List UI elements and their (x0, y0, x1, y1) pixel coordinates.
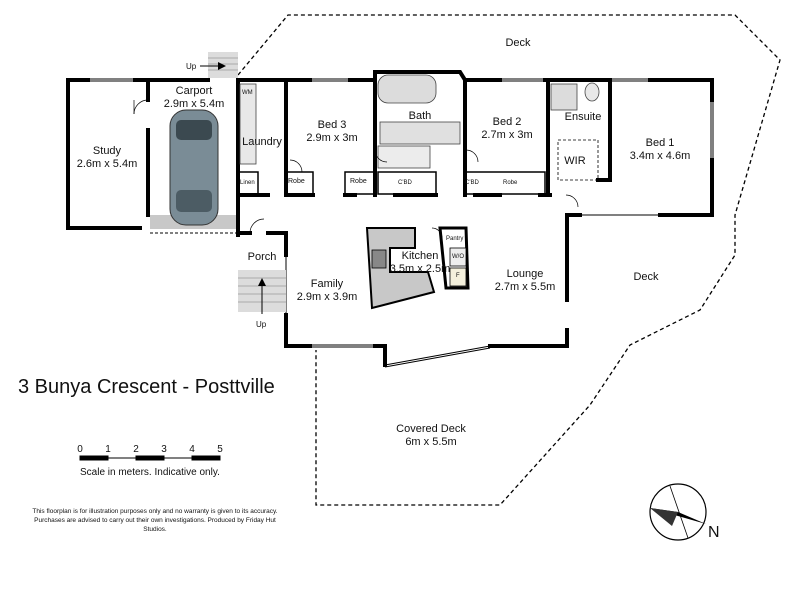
room-dimensions: 2.9m x 3m (306, 132, 358, 144)
room-dimensions: 6m x 5.5m (405, 436, 457, 448)
room-name: Laundry (242, 136, 282, 148)
toilet-room (377, 145, 431, 169)
cupboard-label-bed2: C'BD (465, 180, 479, 186)
room-porch: Porch (240, 251, 284, 264)
room-name: Lounge (506, 268, 544, 280)
room-ensuite: Ensuite (556, 111, 610, 124)
robe-label-bed2: Robe (503, 180, 518, 186)
scale-bar (79, 455, 221, 461)
room-dimensions: 3.4m x 4.6m (629, 150, 691, 162)
room-family: Family 2.9m x 3.9m (290, 278, 364, 304)
room-name: Deck (505, 37, 531, 49)
deck-outline (237, 14, 781, 506)
stovetop-icon (371, 249, 387, 269)
room-name: Bed 2 (492, 116, 522, 128)
room-laundry: Laundry (238, 136, 286, 149)
wm-label: WM (242, 90, 253, 96)
linen-label: Linen (240, 180, 255, 186)
ensuite-toilet-icon (584, 82, 600, 102)
room-bed3: Bed 3 2.9m x 3m (292, 119, 372, 145)
compass-icon (649, 483, 707, 541)
room-name: Deck (633, 271, 659, 283)
room-name: Study (92, 145, 122, 157)
room-name: WIR (564, 155, 586, 167)
room-bed2: Bed 2 2.7m x 3m (468, 116, 546, 142)
kitchen-bench (365, 227, 436, 310)
scale-tick-4: 4 (189, 444, 195, 455)
room-name: Kitchen (401, 250, 439, 262)
room-name: Covered Deck (396, 423, 466, 435)
wir-area (557, 139, 599, 181)
compass-north-label: N (708, 524, 720, 541)
entry-stairs (200, 52, 238, 78)
scale-tick-2: 2 (133, 444, 139, 455)
scale-tick-1: 1 (105, 444, 111, 455)
scale-tick-5: 5 (217, 444, 223, 455)
room-bed1: Bed 1 3.4m x 4.6m (618, 137, 702, 163)
windows (88, 78, 714, 368)
room-deck-right: Deck (628, 271, 664, 284)
page-title: 3 Bunya Crescent - Posttville (18, 376, 275, 398)
room-wir: WIR (556, 155, 594, 168)
scale-tick-0: 0 (77, 444, 83, 455)
room-dimensions: 3.5m x 2.5m (389, 263, 451, 275)
room-dimensions: 2.9m x 5.4m (163, 98, 225, 110)
scale-tick-3: 3 (161, 444, 167, 455)
up-label-entry: Up (186, 62, 197, 71)
room-name: Carport (175, 85, 213, 97)
room-carport: Carport 2.9m x 5.4m (152, 85, 236, 111)
cupboard-label-hall: C'BD (398, 180, 412, 186)
room-dimensions: 2.6m x 5.4m (76, 158, 138, 170)
room-study: Study 2.6m x 5.4m (74, 145, 140, 171)
laundry-bench (239, 83, 257, 165)
shower-icon (550, 83, 578, 111)
room-name: Bath (408, 110, 432, 122)
room-dimensions: 2.9m x 3.9m (296, 291, 358, 303)
room-name: Bed 1 (645, 137, 675, 149)
room-name: Bed 3 (317, 119, 347, 131)
room-covered-deck: Covered Deck 6m x 5.5m (386, 423, 476, 449)
fridge-label: F (456, 273, 460, 279)
vanity-icon (379, 121, 461, 145)
porch-stairs (238, 270, 286, 314)
robe-label-bed3-left: Robe (288, 178, 305, 185)
room-dimensions: 2.7m x 5.5m (494, 281, 556, 293)
room-name: Family (310, 278, 344, 290)
room-dimensions: 2.7m x 3m (481, 129, 533, 141)
room-lounge: Lounge 2.7m x 5.5m (488, 268, 562, 294)
scale-caption: Scale in meters. Indicative only. (80, 467, 220, 478)
wall-oven-label: W/O (452, 254, 464, 260)
room-kitchen: Kitchen 3.5m x 2.5m (386, 250, 454, 276)
room-deck-top: Deck (500, 37, 536, 50)
room-name: Ensuite (564, 111, 602, 123)
robe-label-bed3-right: Robe (350, 178, 367, 185)
robes (237, 171, 546, 195)
door-swings (133, 99, 579, 239)
up-label-porch: Up (256, 320, 267, 329)
room-bath: Bath (396, 110, 444, 123)
bathtub-icon (377, 74, 437, 104)
disclaimer-text: This floorplan is for illustration purpo… (32, 508, 278, 533)
room-name: Porch (247, 251, 277, 263)
pantry-label: Pantry (446, 236, 464, 242)
